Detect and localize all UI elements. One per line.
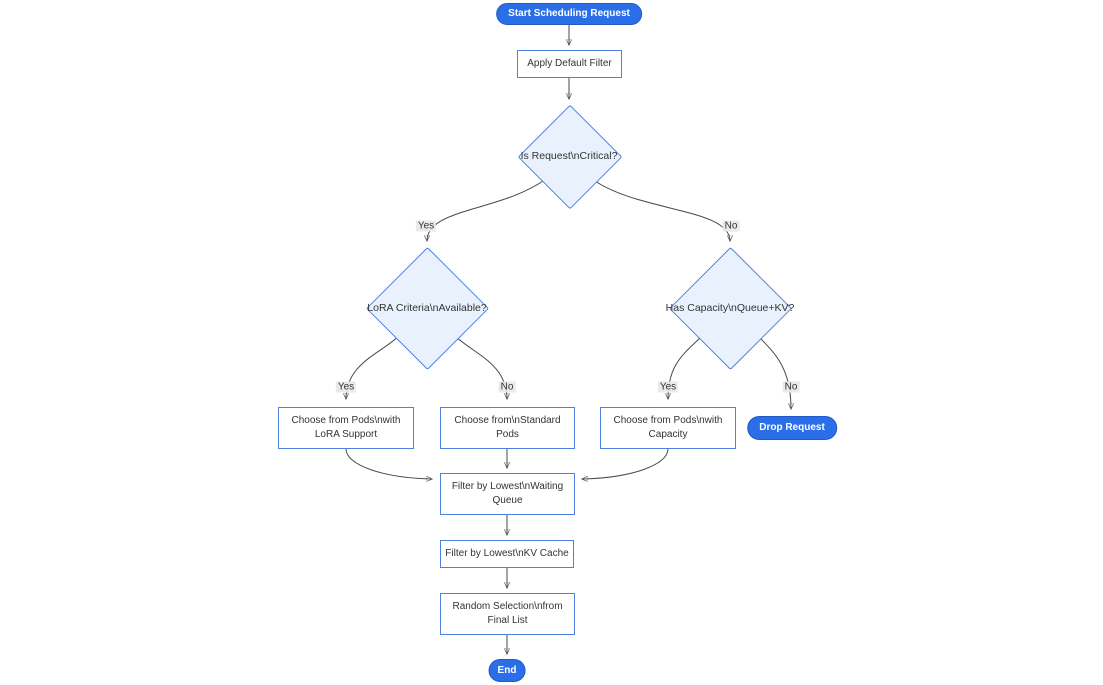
edge-label-critical-yes: Yes (415, 220, 437, 232)
edge-label-critical-no: No (722, 220, 740, 232)
node-filter-waiting-queue-line2: Queue (492, 495, 523, 506)
node-choose-standard-pods: Choose from\nStandard Pods (440, 407, 575, 449)
node-choose-lora-pods: Choose from Pods\nwith LoRA Support (278, 407, 414, 449)
edge-label-lora-yes: Yes (335, 381, 357, 393)
node-has-capacity: Has Capacity\nQueue+KV? (665, 302, 795, 314)
node-choose-capacity-pods-line2: Capacity (648, 429, 688, 440)
node-apply-default-filter: Apply Default Filter (517, 50, 622, 78)
edge-is-critical-no (591, 178, 730, 241)
node-choose-capacity-pods: Choose from Pods\nwith Capacity (600, 407, 736, 449)
node-filter-kv-cache: Filter by Lowest\nKV Cache (440, 540, 574, 568)
node-start: Start Scheduling Request (496, 3, 642, 25)
edge-label-capacity-no: No (782, 381, 800, 393)
node-lora-criteria: LoRA Criteria\nAvailable? (367, 302, 487, 314)
edge-is-critical-yes (427, 178, 547, 241)
node-is-critical: Is Request\nCritical? (520, 150, 618, 162)
edge-capacity-no (756, 334, 791, 409)
node-filter-waiting-queue-line1: Filter by Lowest\nWaiting (451, 481, 564, 492)
edge-label-capacity-yes: Yes (657, 381, 679, 393)
node-drop-request-label: Drop Request (759, 422, 825, 433)
node-random-selection: Random Selection\nfrom Final List (440, 593, 575, 635)
edge-capacity-pods-to-filter-queue (582, 448, 669, 479)
node-apply-default-filter-label: Apply Default Filter (527, 58, 612, 69)
edge-label-lora-no: No (498, 381, 516, 393)
node-start-label: Start Scheduling Request (508, 8, 630, 19)
node-random-selection-line1: Random Selection\nfrom (452, 601, 563, 612)
node-choose-capacity-pods-line1: Choose from Pods\nwith (613, 415, 723, 426)
node-end: End (488, 659, 526, 682)
node-choose-standard-pods-line2: Pods (496, 429, 519, 440)
node-filter-waiting-queue: Filter by Lowest\nWaiting Queue (440, 473, 575, 515)
node-filter-kv-cache-label: Filter by Lowest\nKV Cache (445, 548, 569, 559)
node-end-label: End (497, 664, 517, 676)
edge-lora-pods-to-filter-queue (345, 448, 432, 479)
node-random-selection-line2: Final List (487, 615, 528, 626)
node-choose-lora-pods-line1: Choose from Pods\nwith (291, 415, 401, 426)
node-choose-standard-pods-line1: Choose from\nStandard (454, 415, 561, 426)
node-choose-lora-pods-line2: LoRA Support (314, 429, 378, 440)
node-drop-request: Drop Request (747, 416, 837, 440)
